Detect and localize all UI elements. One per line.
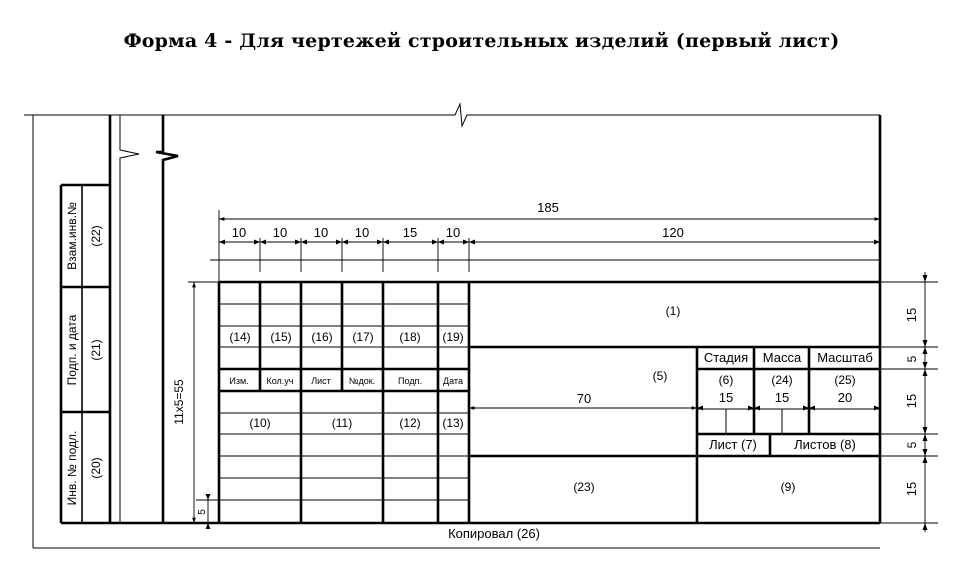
stage-block: Стадия Масса Масштаб (6) (24) (25) 15 15… bbox=[704, 350, 873, 452]
dim-col-7: 120 bbox=[662, 225, 684, 240]
header-change: Изм. bbox=[229, 376, 248, 386]
header-doc-no: №док. bbox=[349, 376, 375, 386]
stage-width-3: 20 bbox=[838, 390, 852, 405]
page-title: Форма 4 - Для чертежей строительных изде… bbox=[123, 30, 840, 52]
field-12: (12) bbox=[399, 416, 420, 430]
sheets-field: Листов (8) bbox=[794, 437, 856, 452]
field-25: (25) bbox=[834, 373, 855, 387]
dim-col-4: 10 bbox=[355, 225, 369, 240]
side-field-20: (20) bbox=[89, 457, 103, 478]
side-header-sign-date: Подп. и дата bbox=[65, 314, 79, 385]
dim-right-section: 70 bbox=[577, 391, 591, 406]
stage-width-2: 15 bbox=[775, 390, 789, 405]
inner-dimension: 70 bbox=[469, 391, 880, 411]
dim-right-3: 15 bbox=[904, 394, 919, 408]
top-dimensions: 185 10 10 10 10 15 10 120 bbox=[210, 200, 881, 282]
dim-col-2: 10 bbox=[273, 225, 287, 240]
left-dimensions: 11x5=55 5 bbox=[172, 281, 219, 529]
title-block-frame bbox=[217, 280, 880, 523]
field-19: (19) bbox=[442, 330, 463, 344]
revision-fields: (14) (15) (16) (17) (18) (19) Изм. Кол.у… bbox=[229, 330, 463, 386]
field-5: (5) bbox=[653, 369, 668, 383]
side-header-orig-inv: Инв. № подл. bbox=[65, 431, 79, 506]
dim-col-1: 10 bbox=[232, 225, 246, 240]
main-fields: (1) (5) (23) (9) bbox=[573, 304, 795, 494]
dim-right-5: 15 bbox=[904, 482, 919, 496]
side-column: Взам.инв.№ Подп. и дата Инв. № подл. (22… bbox=[59, 183, 110, 525]
dim-col-3: 10 bbox=[314, 225, 328, 240]
header-mass: Масса bbox=[763, 350, 802, 365]
header-stage: Стадия bbox=[704, 350, 748, 365]
side-header-replace-inv: Взам.инв.№ bbox=[65, 202, 79, 270]
field-6: (6) bbox=[719, 373, 734, 387]
header-date: Дата bbox=[443, 376, 463, 386]
field-16: (16) bbox=[311, 330, 332, 344]
header-sheet: Лист bbox=[311, 376, 331, 386]
field-17: (17) bbox=[352, 330, 373, 344]
sheet-border bbox=[24, 102, 882, 549]
dim-right-2: 5 bbox=[905, 355, 919, 362]
field-15: (15) bbox=[270, 330, 291, 344]
field-23: (23) bbox=[573, 480, 594, 494]
dim-right-1: 15 bbox=[904, 308, 919, 322]
field-1: (1) bbox=[666, 304, 681, 318]
stage-width-1: 15 bbox=[719, 390, 733, 405]
field-14: (14) bbox=[229, 330, 250, 344]
dim-total-width: 185 bbox=[537, 200, 559, 215]
field-24: (24) bbox=[771, 373, 792, 387]
copied-by-field: Копировал (26) bbox=[448, 526, 540, 541]
dim-row-height-total: 11x5=55 bbox=[172, 379, 186, 425]
right-dimensions: 15 5 15 5 15 bbox=[880, 272, 938, 532]
header-count: Кол.уч bbox=[267, 376, 294, 386]
dim-right-4: 5 bbox=[905, 441, 919, 448]
signature-fields: (10) (11) (12) (13) bbox=[249, 416, 463, 430]
header-scale: Масштаб bbox=[817, 350, 873, 365]
field-11: (11) bbox=[332, 416, 352, 430]
field-10: (10) bbox=[249, 416, 270, 430]
field-18: (18) bbox=[399, 330, 420, 344]
field-13: (13) bbox=[442, 416, 463, 430]
side-field-22: (22) bbox=[89, 225, 103, 246]
dim-row-height-single: 5 bbox=[197, 509, 208, 515]
header-signature: Подп. bbox=[398, 376, 422, 386]
sheet-field: Лист (7) bbox=[709, 437, 757, 452]
dim-col-6: 10 bbox=[446, 225, 460, 240]
side-field-21: (21) bbox=[89, 339, 103, 360]
field-9: (9) bbox=[781, 480, 796, 494]
dim-col-5: 15 bbox=[403, 225, 417, 240]
